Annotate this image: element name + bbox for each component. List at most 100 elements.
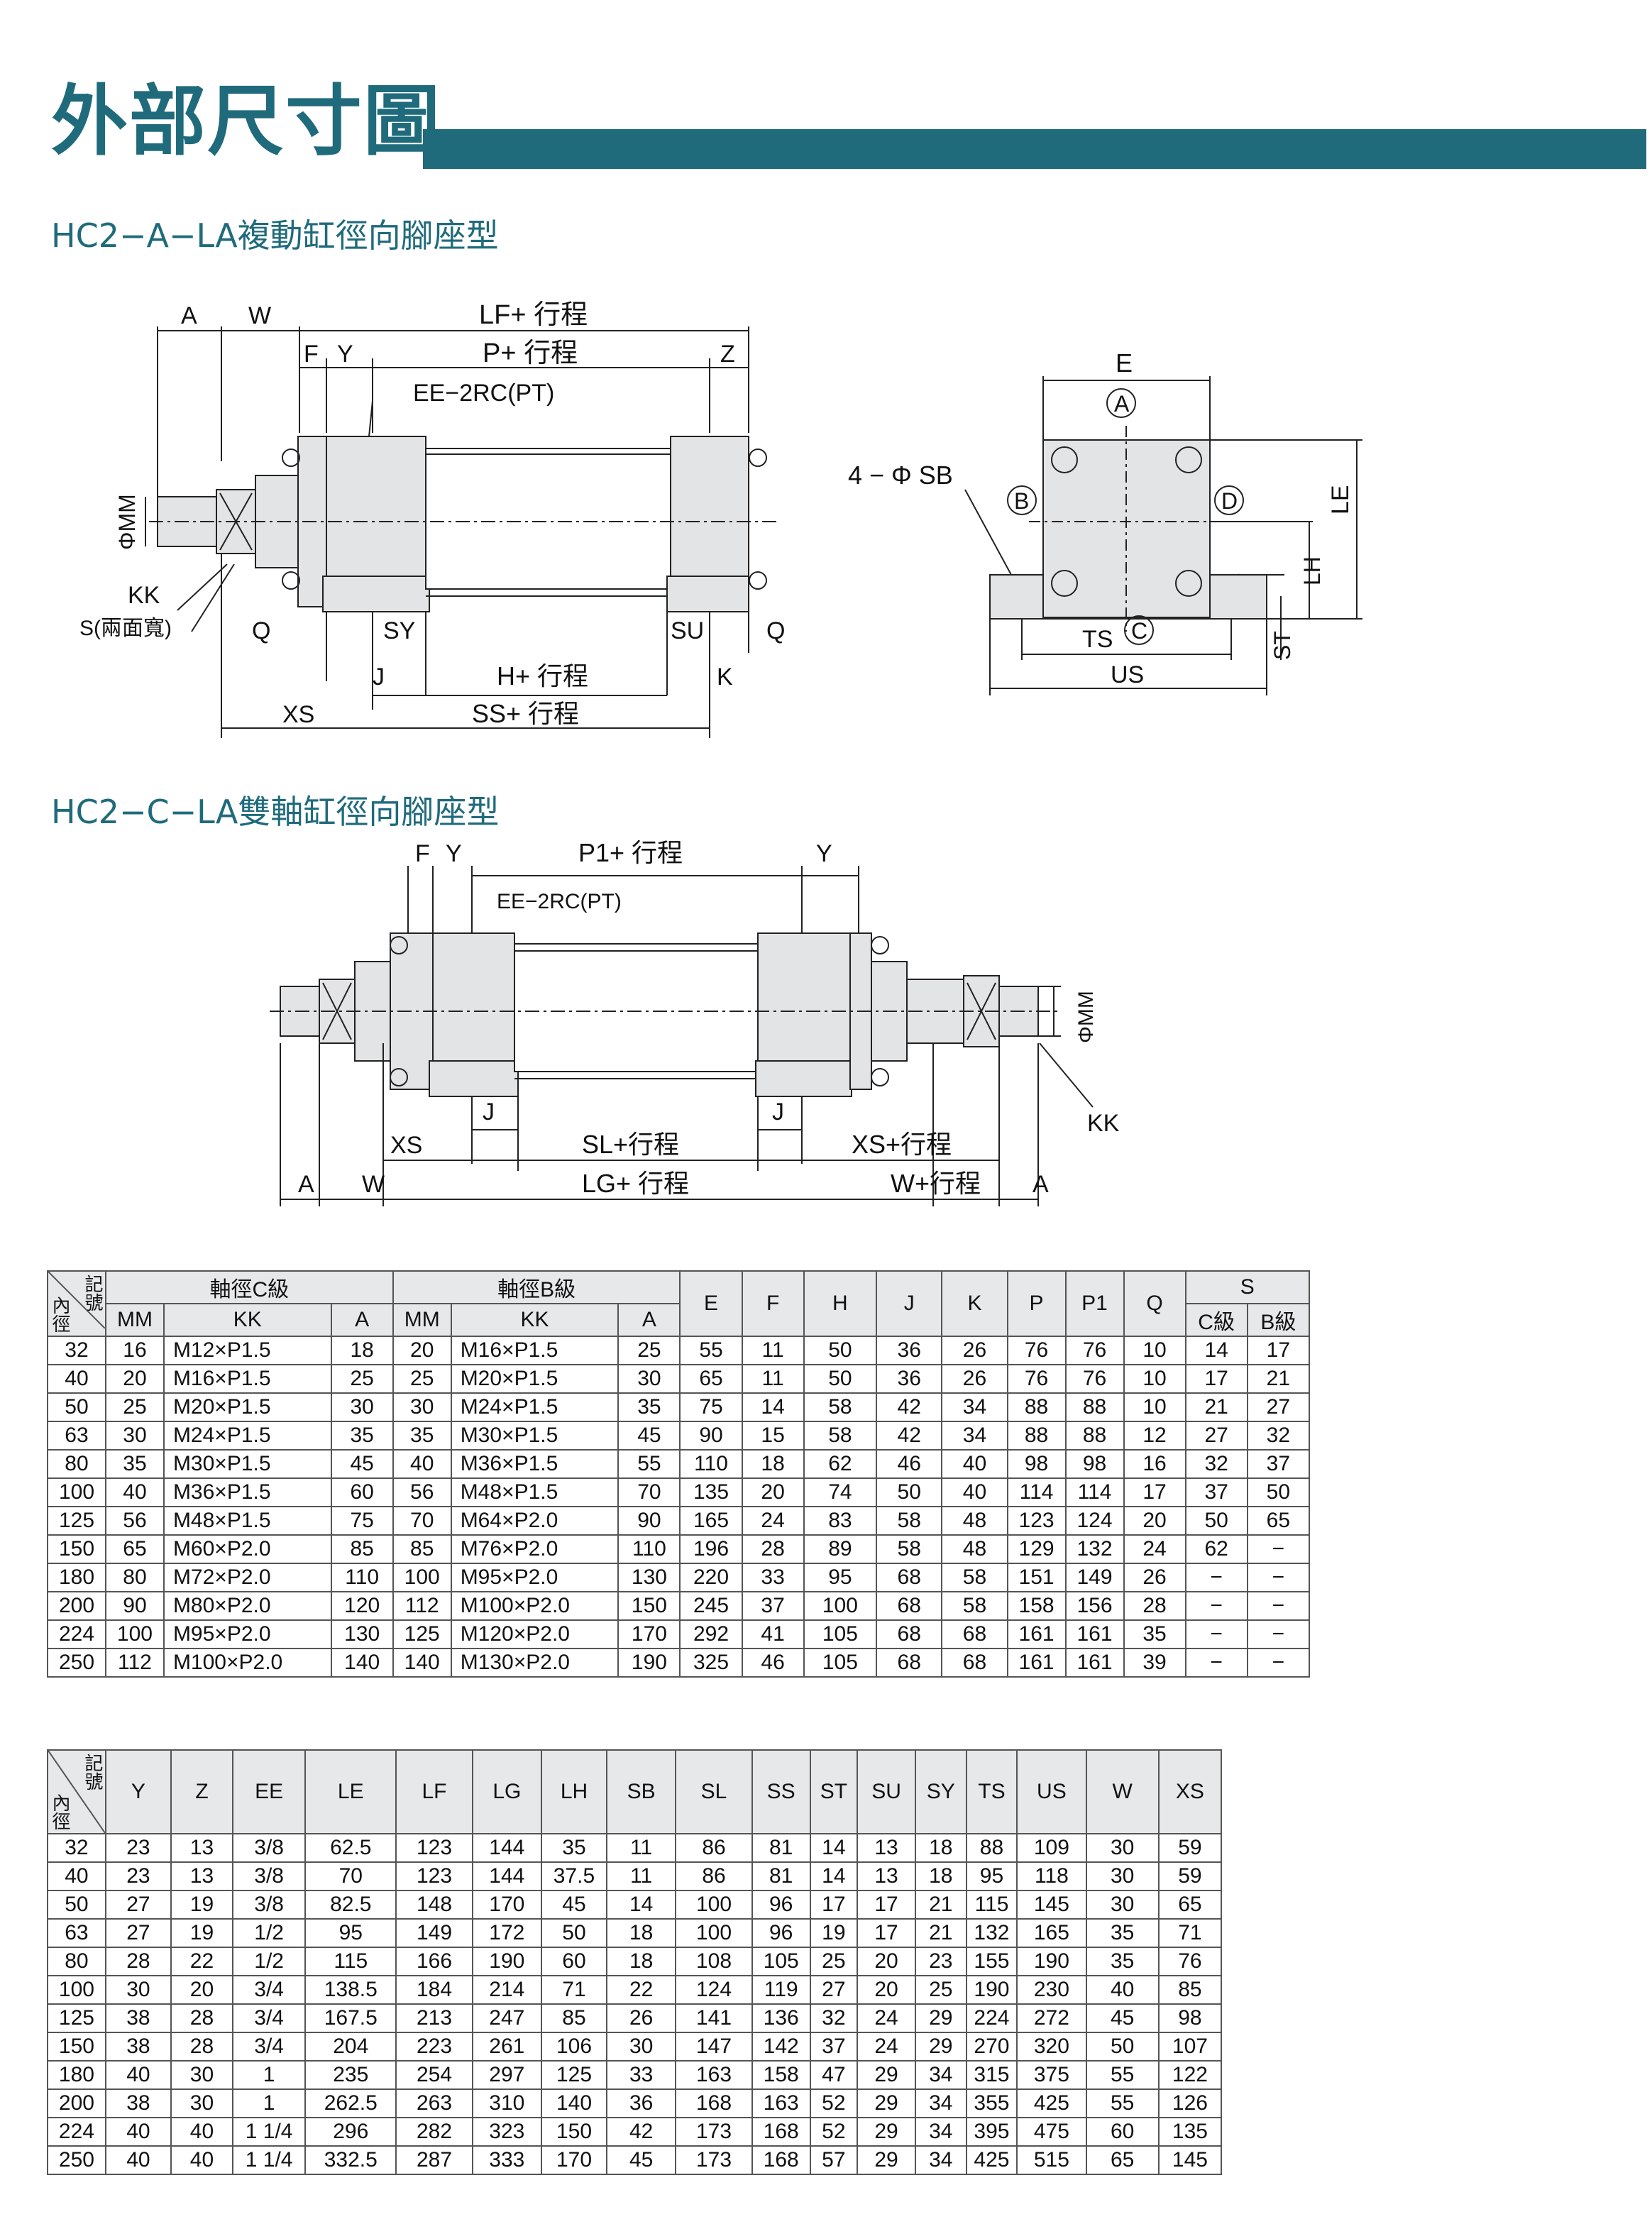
- diagram-double-rod: F Y P1+ 行程 Y EE−2RC(PT) ΦMM KK J J XS SL…: [270, 838, 1120, 1206]
- table-cell: 168: [675, 2088, 753, 2118]
- table-cell: 170: [617, 1619, 681, 1649]
- table-cell: 48: [941, 1534, 1008, 1564]
- table-cell: 81: [751, 1861, 811, 1891]
- table-cell: 34: [915, 2145, 967, 2175]
- table-cell: 76: [1006, 1336, 1067, 1365]
- table-cell: 34: [941, 1392, 1008, 1422]
- table-cell: 125: [47, 2003, 106, 2033]
- table-cell: 475: [1016, 2117, 1087, 2147]
- table-cell: 63: [47, 1918, 106, 1948]
- dim-ts: TS: [1082, 626, 1113, 653]
- table-cell: M72×P2.0: [163, 1563, 332, 1592]
- circle-b: B: [1014, 488, 1029, 514]
- table-cell: 37.5: [540, 1861, 608, 1891]
- table-cell: 323: [471, 2117, 542, 2147]
- table-cell: 45: [330, 1449, 394, 1479]
- table-cell: 3/4: [231, 2003, 307, 2033]
- table2-header: SS: [751, 1749, 811, 1834]
- table-cell: 30: [1085, 1861, 1160, 1891]
- table-cell: 75: [679, 1392, 743, 1422]
- table-cell: M120×P2.0: [450, 1619, 620, 1649]
- table-cell: 45: [540, 1890, 608, 1920]
- table-cell: 180: [47, 1563, 106, 1592]
- table-cell: 95: [965, 1861, 1018, 1891]
- table-cell: 29: [915, 2032, 967, 2062]
- table-cell: 45: [1085, 2003, 1160, 2033]
- table-cell: 63: [47, 1421, 106, 1451]
- table-cell: 55: [617, 1449, 681, 1479]
- dim-q1: Q: [252, 617, 270, 644]
- table-cell: 18: [606, 1918, 677, 1948]
- table-cell: 142: [751, 2032, 811, 2062]
- table-cell: 204: [304, 2032, 397, 2062]
- table-cell: −: [1184, 1591, 1248, 1621]
- table-cell: 292: [679, 1619, 743, 1649]
- table-cell: 118: [1016, 1861, 1087, 1891]
- table-cell: 30: [1085, 1890, 1160, 1920]
- table-cell: 3/8: [231, 1861, 307, 1891]
- table-cell: 1: [231, 2060, 307, 2090]
- dim-h: H+ 行程: [497, 661, 588, 690]
- table-cell: −: [1184, 1648, 1248, 1678]
- table-cell: 250: [47, 1648, 106, 1678]
- table-cell: 58: [876, 1534, 943, 1564]
- table2-header: W: [1085, 1749, 1160, 1834]
- table1-header: KK: [163, 1303, 332, 1337]
- table-cell: 26: [1123, 1563, 1186, 1592]
- table-cell: 98: [1064, 1449, 1125, 1479]
- table-cell: 70: [304, 1861, 397, 1891]
- table-cell: 165: [1016, 1918, 1087, 1948]
- section1-title: HC2−A−LA複動缸徑向腳座型: [51, 216, 499, 255]
- table-cell: 333: [471, 2145, 542, 2175]
- spec-table-2: 記號 內徑 Y Z EE LE LF LG LH SB SL SS ST SU …: [47, 1749, 1223, 2175]
- table1-header: MM: [392, 1303, 452, 1337]
- table-cell: 25: [392, 1364, 452, 1394]
- table-cell: 170: [471, 1890, 542, 1920]
- table-cell: 80: [47, 1947, 106, 1976]
- table-cell: 32: [47, 1833, 106, 1863]
- dim-f: F: [415, 840, 430, 867]
- table-cell: 29: [857, 2145, 916, 2175]
- label-ee: EE−2RC(PT): [497, 890, 622, 913]
- table-cell: 36: [606, 2088, 677, 2118]
- dim-xs1: XS: [390, 1132, 422, 1159]
- table-cell: 224: [47, 1619, 106, 1649]
- table-cell: 184: [395, 1975, 473, 2005]
- table-cell: 85: [540, 2003, 608, 2033]
- table-cell: 30: [170, 2060, 233, 2090]
- table2-header: SL: [675, 1749, 753, 1834]
- table-cell: 46: [876, 1449, 943, 1479]
- table2-header: US: [1016, 1749, 1087, 1834]
- dim-a2: A: [1032, 1171, 1049, 1198]
- table-cell: 35: [104, 1449, 165, 1479]
- table-cell: 88: [1006, 1392, 1067, 1422]
- table-cell: 167.5: [304, 2003, 397, 2033]
- dim-a: A: [181, 302, 197, 329]
- dim-p1: P1+ 行程: [578, 838, 683, 867]
- dim-j1: J: [483, 1099, 495, 1125]
- table-cell: 26: [941, 1336, 1008, 1365]
- table-cell: 20: [857, 1975, 916, 2005]
- diagram-end-view: E A B D C 4 − Φ SB LE LH ST TS US: [848, 348, 1362, 695]
- table-cell: 224: [965, 2003, 1018, 2033]
- dim-w2: W+行程: [891, 1169, 981, 1198]
- table-cell: 65: [1085, 2145, 1160, 2175]
- table1-group-s: S: [1184, 1270, 1311, 1304]
- table-cell: 126: [1157, 2088, 1223, 2118]
- table-cell: 1 1/4: [231, 2145, 307, 2175]
- dim-su: SU: [671, 617, 704, 644]
- table2-header: Z: [170, 1749, 233, 1834]
- table-cell: 57: [809, 2145, 859, 2175]
- table-cell: 55: [1085, 2088, 1160, 2118]
- dim-xs: XS: [282, 701, 314, 728]
- table-cell: 17: [1123, 1477, 1186, 1507]
- table-cell: 76: [1006, 1364, 1067, 1394]
- table-cell: 50: [47, 1890, 106, 1920]
